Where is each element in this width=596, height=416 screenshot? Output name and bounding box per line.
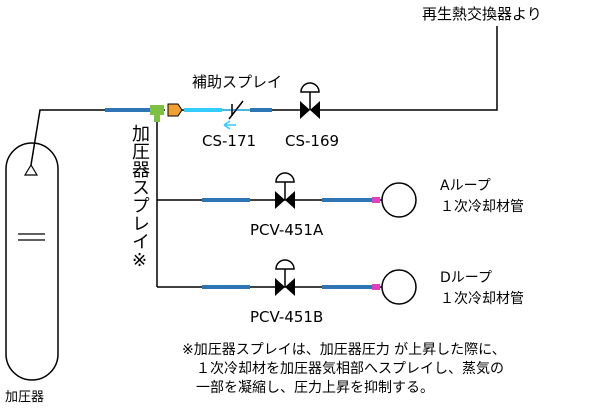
regen-hx-line (320, 26, 498, 111)
junction-green-stem (154, 114, 160, 122)
a-loop-label: Aループ (440, 178, 491, 194)
pressurizer-label: 加圧器 (5, 390, 45, 405)
source-label: 再生熱交換器より (422, 5, 542, 23)
cs171-label: CS-171 (202, 132, 257, 150)
d-coolant-label: １次冷却材管 (440, 291, 524, 307)
gate-valve-icon (300, 82, 320, 119)
pressurizer-vessel-icon (5, 142, 59, 381)
pcv451b-label: PCV-451B (250, 308, 324, 326)
reducer-orange-icon (167, 103, 183, 117)
loop-pipe-circle-icon (381, 182, 417, 218)
spray-line-to-pressurizer (30, 109, 100, 166)
flow-arrow-icon (223, 120, 236, 130)
branch-d-magenta (372, 284, 380, 290)
spray-note: ※加圧器スプレイは、加圧器圧力 が上昇した際に、 １次冷却材を加圧器気相部へスプ… (182, 341, 506, 398)
a-coolant-label: １次冷却材管 (440, 199, 524, 215)
gate-valve-icon (275, 172, 295, 209)
loop-pipe-circle-icon (381, 269, 417, 305)
note-line-1: ※加圧器スプレイは、加圧器圧力 が上昇した際に、 (182, 342, 506, 358)
branch-a-magenta (372, 197, 380, 203)
note-line-2: １次冷却材を加圧器気相部へスプレイし、蒸気の (196, 361, 504, 377)
junction-green (150, 105, 164, 115)
gate-valve-icon (275, 259, 295, 296)
pressurizer-spray-label: 加圧器スプレイ※ (129, 124, 150, 271)
cs169-label: CS-169 (285, 132, 340, 150)
note-line-3: 一部を凝縮し、圧力上昇を抑制する。 (196, 380, 434, 396)
d-loop-label: Dループ (440, 270, 492, 286)
spray-nozzle-icon (23, 163, 39, 176)
pcv451a-label: PCV-451A (250, 221, 324, 239)
check-valve-icon (222, 100, 250, 130)
aux-spray-label: 補助スプレイ (192, 73, 283, 91)
